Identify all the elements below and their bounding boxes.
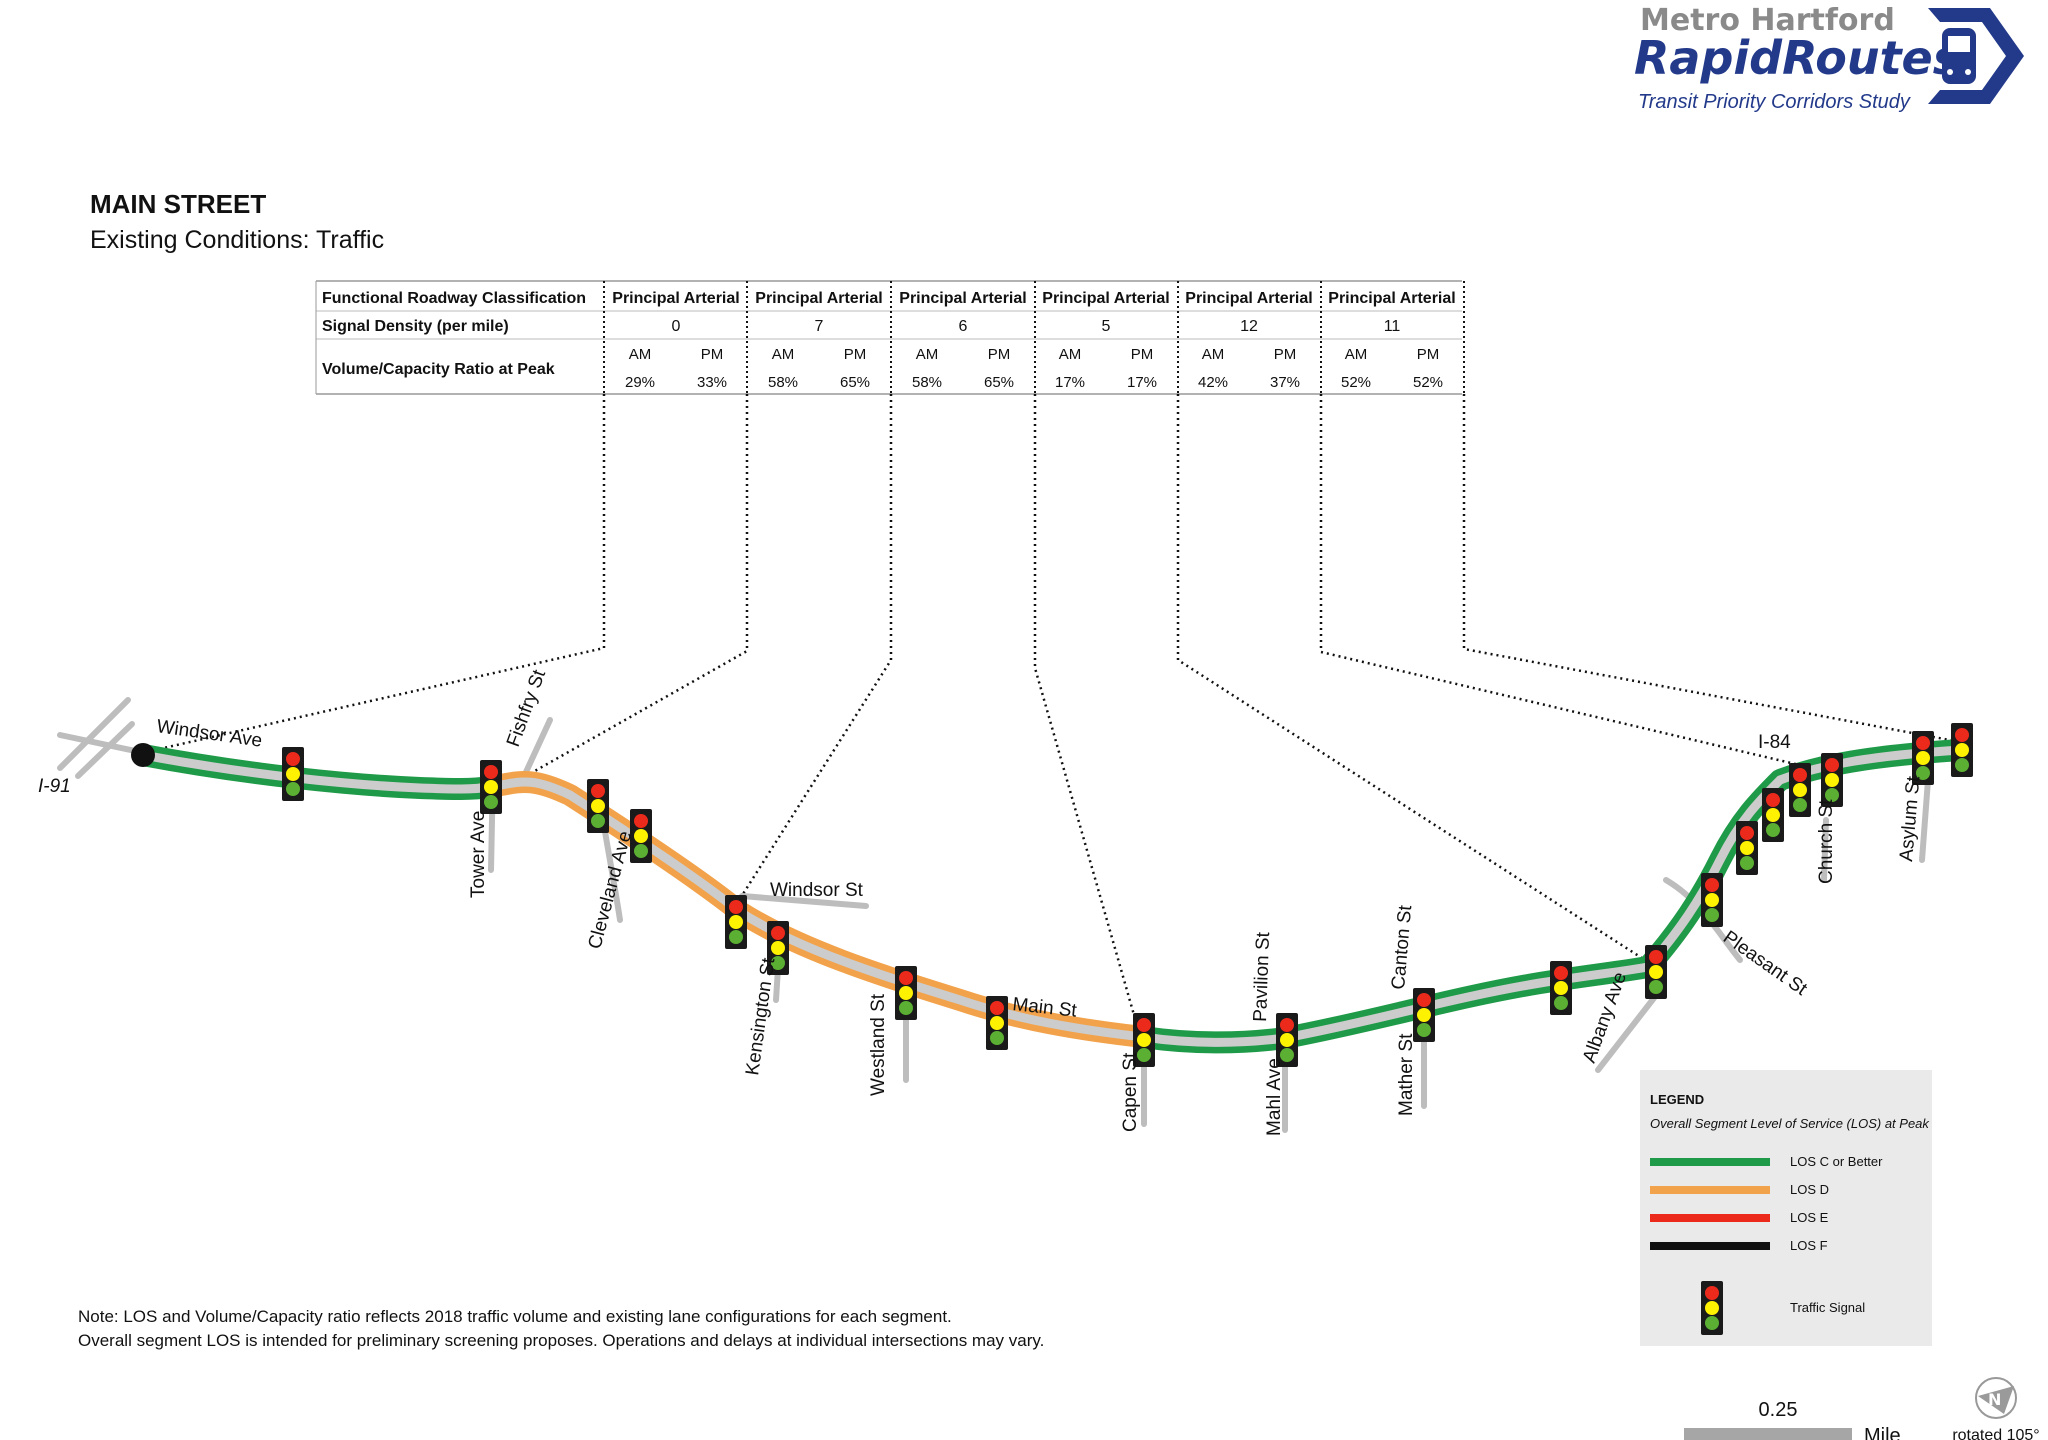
traffic-signal-icon <box>895 966 917 1020</box>
street-label: Capen St <box>1120 1052 1141 1132</box>
legend: LEGEND Overall Segment Level of Service … <box>1640 1070 1932 1346</box>
traffic-signal-icon <box>1550 961 1572 1015</box>
highway-label: I-91 <box>38 776 71 797</box>
scale-bar: 0.25 Mile <box>1684 1399 1901 1440</box>
brand-top-text: Metro Hartford <box>1640 3 1895 38</box>
segment-am-value: 52% <box>1341 374 1371 391</box>
segment-signal-density: 0 <box>672 318 681 335</box>
street-label: Tower Ave <box>468 811 489 898</box>
street-labels: I-91 I-84 Windsor Ave Fishfry St Tower A… <box>38 666 1924 1136</box>
traffic-signal-icon <box>480 760 502 814</box>
segment-classification: Principal Arterial <box>1042 290 1169 307</box>
segment-pm-value: 52% <box>1413 374 1443 391</box>
highway-label: I-84 <box>1758 732 1791 753</box>
segment-signal-density: 12 <box>1240 318 1258 335</box>
pm-label: PM <box>844 346 867 363</box>
note-line-2: Overall segment LOS is intended for prel… <box>78 1331 1044 1350</box>
north-arrow-icon: N <box>1975 1377 2017 1419</box>
segment-signal-density: 5 <box>1102 318 1111 335</box>
traffic-signal-icon <box>587 779 609 833</box>
traffic-signal-icon <box>1701 873 1723 927</box>
traffic-signal-icon <box>1762 788 1784 842</box>
legend-item-label: LOS C or Better <box>1790 1154 1883 1169</box>
segment-classification: Principal Arterial <box>899 290 1026 307</box>
street-label: Mahl Ave <box>1264 1058 1285 1136</box>
street-label: Westland St <box>868 993 889 1096</box>
am-label: AM <box>1202 346 1225 363</box>
svg-text:N: N <box>1988 1390 2001 1409</box>
traffic-signal-icon <box>1736 821 1758 875</box>
segment-pm-value: 65% <box>984 374 1014 391</box>
street-label: Cleveland Ave <box>585 829 637 951</box>
am-label: AM <box>629 346 652 363</box>
legend-item-label: LOS E <box>1790 1210 1829 1225</box>
traffic-signal-icon <box>725 895 747 949</box>
legend-signal-label: Traffic Signal <box>1790 1300 1865 1315</box>
corridor-start-marker <box>131 743 155 767</box>
segment-signal-density: 7 <box>815 318 824 335</box>
traffic-signal-icon <box>282 747 304 801</box>
pm-label: PM <box>1417 346 1440 363</box>
segment-am-value: 17% <box>1055 374 1085 391</box>
segment-classification: Principal Arterial <box>612 290 739 307</box>
page-subtitle: Existing Conditions: Traffic <box>90 226 384 254</box>
legend-title: LEGEND <box>1650 1092 1704 1107</box>
traffic-signal-icon <box>1645 945 1667 999</box>
street-label: Pavilion St <box>1250 931 1274 1022</box>
street-label: Pleasant St <box>1719 927 1811 1000</box>
street-label: Canton St <box>1388 904 1416 991</box>
scale-unit: Mile <box>1864 1425 1901 1440</box>
segment-pm-value: 37% <box>1270 374 1300 391</box>
segment-signal-density: 11 <box>1384 318 1401 335</box>
am-label: AM <box>916 346 939 363</box>
street-label: Kensington St <box>742 956 779 1077</box>
page-title: MAIN STREET <box>90 189 266 219</box>
segment-am-value: 29% <box>625 374 655 391</box>
pm-label: PM <box>1131 346 1154 363</box>
segment-classification: Principal Arterial <box>1328 290 1455 307</box>
segment-pm-value: 17% <box>1127 374 1157 391</box>
segment-classification: Principal Arterial <box>755 290 882 307</box>
scale-value: 0.25 <box>1759 1399 1798 1421</box>
legend-subtitle: Overall Segment Level of Service (LOS) a… <box>1650 1116 1930 1131</box>
row-label-vc-ratio: Volume/Capacity Ratio at Peak <box>322 361 555 378</box>
am-label: AM <box>1345 346 1368 363</box>
row-label-classification: Functional Roadway Classification <box>322 290 586 307</box>
note-line-1: Note: LOS and Volume/Capacity ratio refl… <box>78 1307 952 1326</box>
row-label-signal-density: Signal Density (per mile) <box>322 318 509 335</box>
segment-pm-value: 33% <box>697 374 727 391</box>
am-label: AM <box>1059 346 1082 363</box>
rotation-note: rotated 105° <box>1952 1427 2039 1440</box>
pm-label: PM <box>701 346 724 363</box>
traffic-signal-icon <box>1701 1281 1723 1335</box>
segment-leader-lines <box>145 394 1956 1016</box>
segment-pm-value: 65% <box>840 374 870 391</box>
segment-classification: Principal Arterial <box>1185 290 1312 307</box>
street-label: Church St <box>1816 799 1837 884</box>
segment-am-value: 58% <box>912 374 942 391</box>
legend-item-label: LOS F <box>1790 1238 1828 1253</box>
traffic-signal-icon <box>986 996 1008 1050</box>
brand-logo: Metro Hartford RapidRoutes Transit Prior… <box>1634 3 2024 113</box>
am-label: AM <box>772 346 795 363</box>
brand-sub-text: Transit Priority Corridors Study <box>1638 91 1911 113</box>
segment-table: Functional Roadway Classification Signal… <box>315 280 1465 395</box>
street-label: Mather St <box>1396 1033 1417 1116</box>
traffic-signal-icon <box>1789 763 1811 817</box>
traffic-signal-icon <box>1951 723 1973 777</box>
bus-arrow-icon <box>1928 8 2024 104</box>
pm-label: PM <box>1274 346 1297 363</box>
segment-am-value: 58% <box>768 374 798 391</box>
legend-item-label: LOS D <box>1790 1182 1829 1197</box>
traffic-signal-icon <box>1821 753 1843 807</box>
street-label: Windsor St <box>770 880 864 901</box>
segment-am-value: 42% <box>1198 374 1228 391</box>
brand-main-text: RapidRoutes <box>1634 31 1960 85</box>
pm-label: PM <box>988 346 1011 363</box>
segment-signal-density: 6 <box>959 318 968 335</box>
